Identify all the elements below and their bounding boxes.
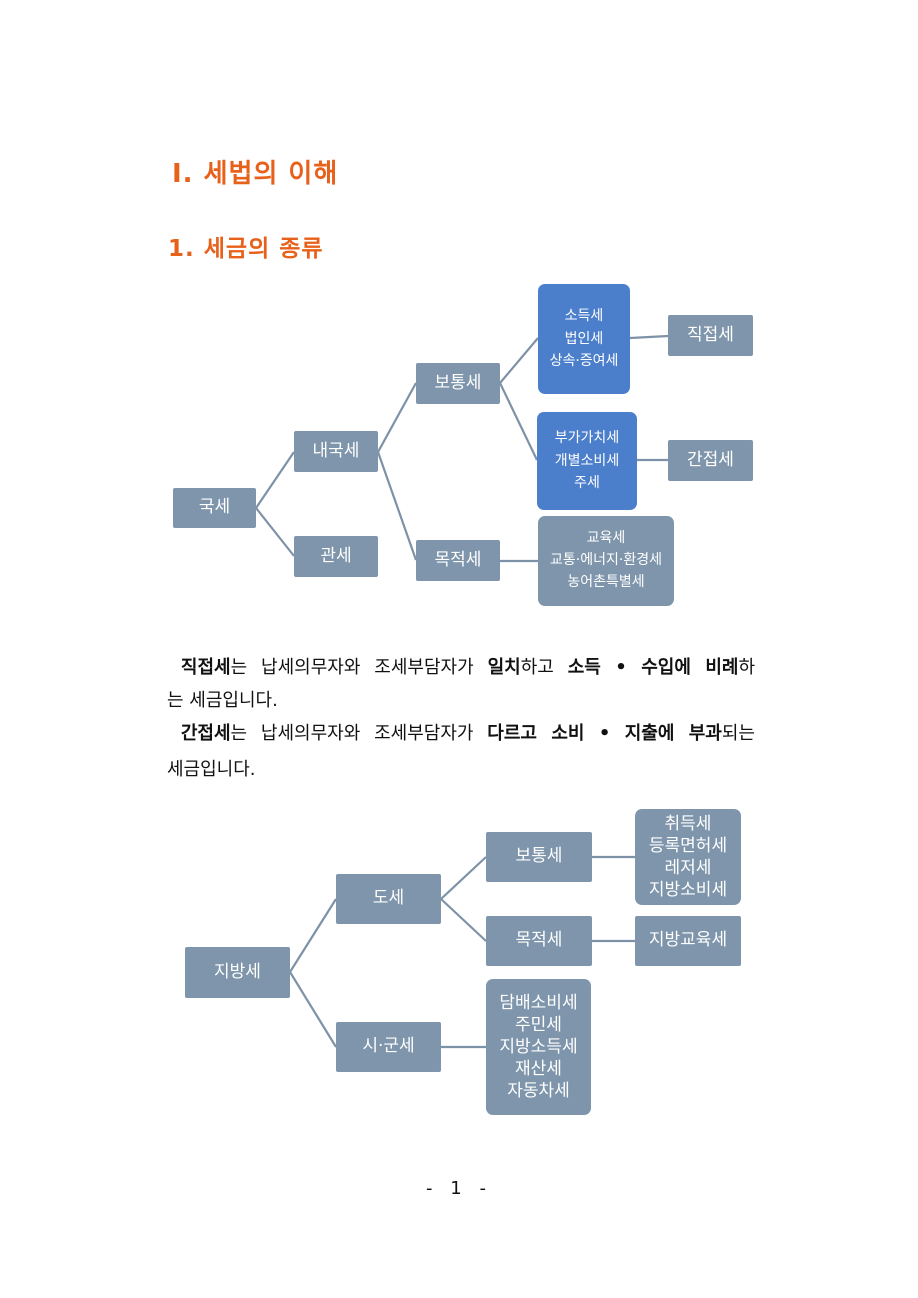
- description-line-2: 는 세금입니다.: [167, 690, 278, 711]
- node-ordinary-tax: 보통세: [416, 363, 500, 404]
- node-domestic-tax: 내국세: [294, 431, 378, 472]
- node-indirect-tax-label: 간접세: [668, 440, 753, 481]
- node-direct-tax-group: 소득세 법인세 상속·증여세: [538, 284, 630, 394]
- node-purpose-tax: 목적세: [416, 540, 500, 581]
- description-line-1: 직접세는 납세의무자와 조세부담자가 일치하고 소득 • 수입에 비례하: [180, 657, 755, 678]
- node-local-ordinary-tax: 보통세: [486, 832, 592, 882]
- node-local-purpose-tax: 목적세: [486, 916, 592, 966]
- description-line-4: 세금입니다.: [167, 759, 256, 780]
- subsection-title: 1. 세금의 종류: [168, 236, 324, 262]
- node-indirect-tax-group: 부가가치세 개별소비세 주세: [537, 412, 637, 510]
- node-customs-tax: 관세: [294, 536, 378, 577]
- node-purpose-tax-group: 교육세 교통·에너지·환경세 농어촌특별세: [538, 516, 674, 606]
- node-local-ordinary-group: 취득세 등록면허세 레저세 지방소비세: [635, 809, 741, 905]
- node-province-tax: 도세: [336, 874, 441, 924]
- node-direct-tax-label: 직접세: [668, 315, 753, 356]
- section-title: Ⅰ. 세법의 이해: [172, 159, 339, 189]
- page-number: - 1 -: [426, 1178, 492, 1199]
- node-local-tax: 지방세: [185, 947, 290, 998]
- node-city-county-tax: 시·군세: [336, 1022, 441, 1072]
- node-city-county-group: 담배소비세 주민세 지방소득세 재산세 자동차세: [486, 979, 591, 1115]
- description-line-3: 간접세는 납세의무자와 조세부담자가 다르고 소비 • 지출에 부과되는: [180, 723, 755, 744]
- node-national-tax: 국세: [173, 488, 256, 528]
- node-local-education-tax: 지방교육세: [635, 916, 741, 966]
